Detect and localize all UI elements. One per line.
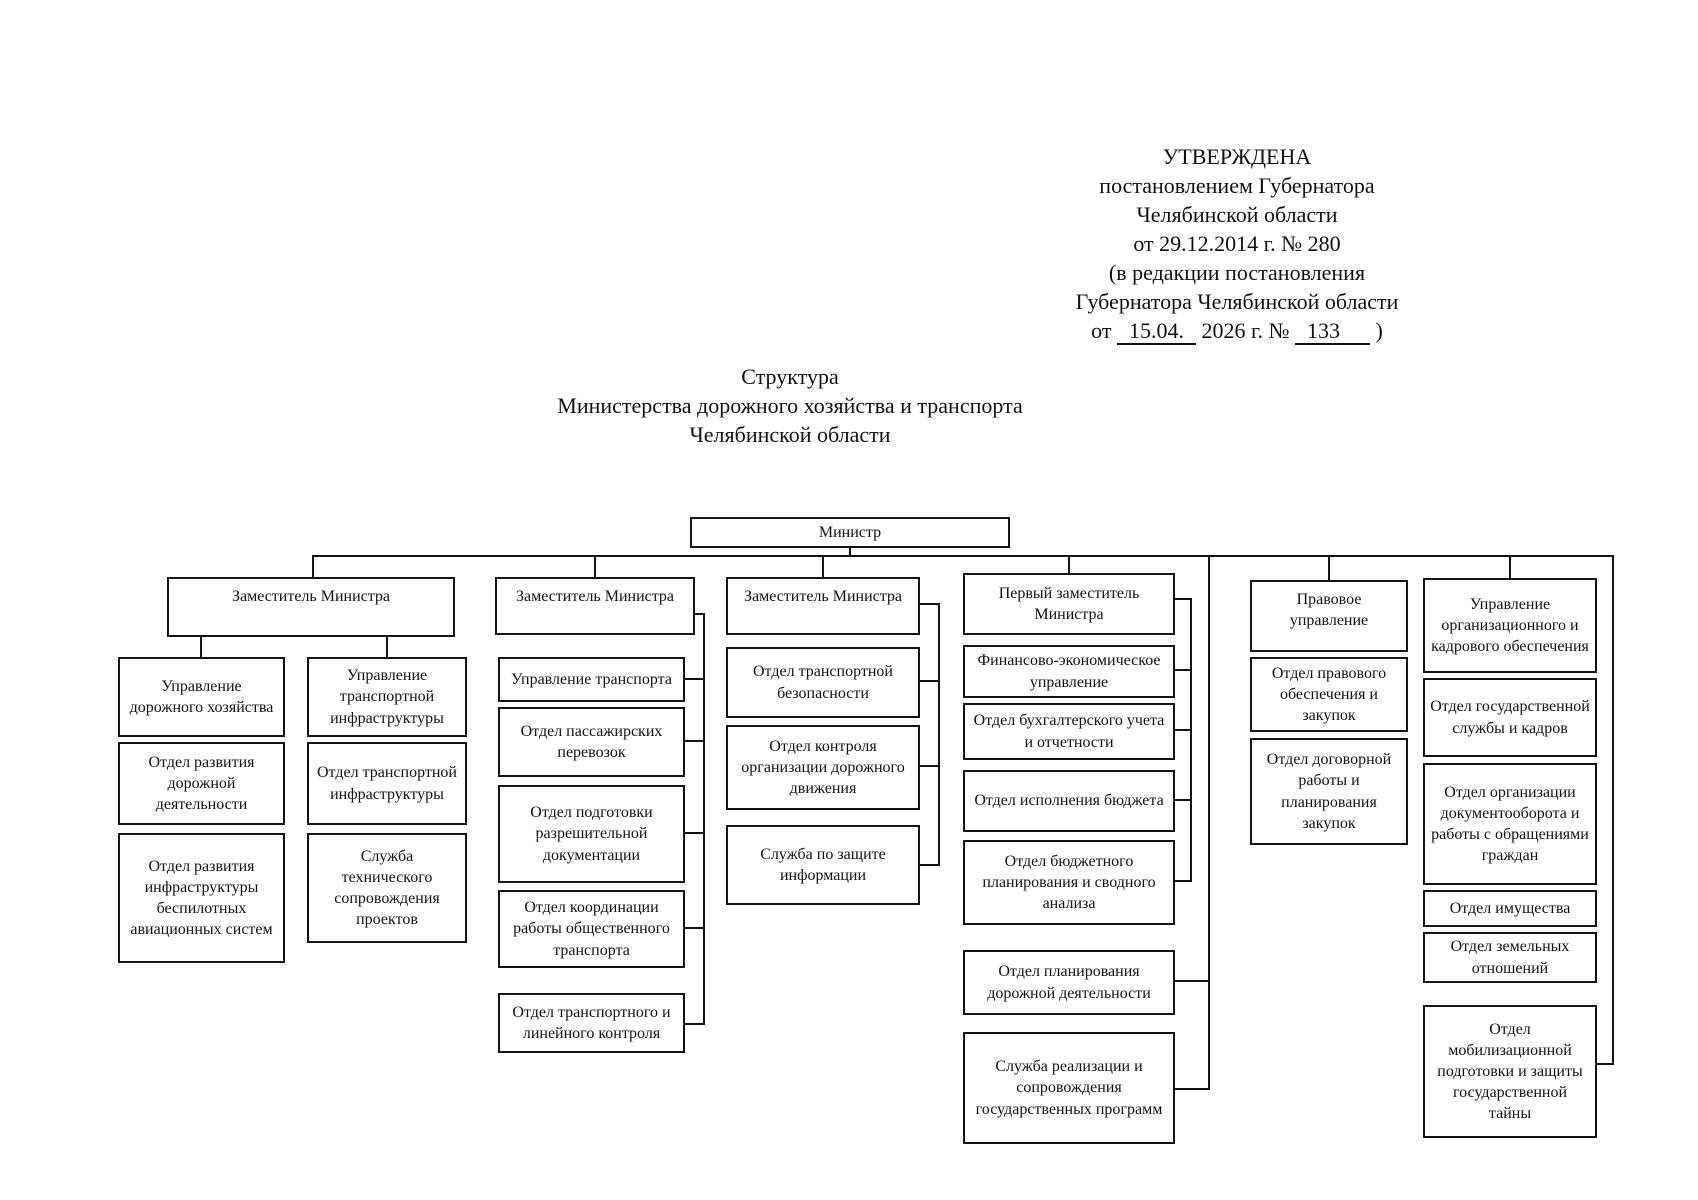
node-transport-security-unit: Отдел транспортной безопасности (726, 647, 920, 718)
node-deputy-minister-2: Заместитель Министра (495, 577, 695, 635)
connector-line (386, 637, 388, 657)
node-public-transport-coordination: Отдел координации работы общественного т… (498, 890, 685, 968)
node-information-protection-service: Служба по защите информации (726, 825, 920, 905)
connector-line (822, 555, 824, 579)
connector-line (920, 765, 940, 767)
node-transport-infrastructure-dept: Управление транспортной инфраструктуры (307, 657, 467, 737)
node-transport-line-control: Отдел транспортного и линейного контроля (498, 993, 685, 1053)
node-road-economy-dept: Управление дорожного хозяйства (118, 657, 285, 737)
approval-stamp: УТВЕРЖДЕНА постановлением Губернатора Че… (887, 142, 1587, 345)
connector-line (685, 678, 705, 680)
connector-line (200, 637, 202, 657)
title-line: Структура (741, 364, 839, 389)
connector-line (938, 603, 940, 866)
approval-line: от 29.12.2014 г. № 280 (1133, 231, 1341, 256)
node-road-activity-development: Отдел развития дорожной деятельности (118, 742, 285, 825)
title-line: Министерства дорожного хозяйства и транс… (557, 393, 1023, 418)
node-budget-planning-analysis-unit: Отдел бюджетного планирования и сводного… (963, 840, 1175, 925)
node-organizational-hr-dept: Управление организационного и кадрового … (1423, 578, 1597, 673)
approval-line: Губернатора Челябинской области (1075, 289, 1399, 314)
connector-line (1175, 980, 1210, 982)
node-uav-infrastructure: Отдел развития инфраструктуры беспилотны… (118, 833, 285, 963)
node-road-activity-planning-unit: Отдел планирования дорожной деятельности (963, 950, 1175, 1015)
node-legal-dept: Правовое управление (1250, 580, 1408, 652)
node-passenger-transport-unit: Отдел пассажирских перевозок (498, 707, 685, 777)
node-contract-procurement-planning-unit: Отдел договорной работы и планирования з… (1250, 738, 1408, 845)
node-first-deputy-minister: Первый заместитель Министра (963, 573, 1175, 635)
node-minister: Министр (690, 517, 1010, 548)
connector-line (849, 548, 851, 557)
node-technical-support-service: Служба технического сопровождения проект… (307, 833, 467, 943)
node-traffic-control-unit: Отдел контроля организации дорожного дви… (726, 725, 920, 810)
connector-line (312, 555, 314, 579)
amendment-prefix: от (1091, 318, 1112, 343)
connector-line (1208, 555, 1210, 1090)
node-transport-infrastructure-unit: Отдел транспортной инфраструктуры (307, 742, 467, 825)
node-transport-dept: Управление транспорта (498, 657, 685, 702)
amendment-middle: 2026 г. № (1201, 318, 1290, 343)
node-civil-service-hr-unit: Отдел государственной службы и кадров (1423, 678, 1597, 757)
connector-line (1328, 555, 1330, 582)
connector-line (703, 613, 705, 1025)
amendment-date-fill: 15.04. (1116, 318, 1196, 345)
connector-line (594, 555, 596, 579)
connector-line (312, 555, 1614, 557)
connector-line (1175, 729, 1192, 731)
title-line: Челябинской области (689, 422, 891, 447)
connector-line (1175, 880, 1192, 882)
document-title: Структура Министерства дорожного хозяйст… (440, 362, 1140, 449)
connector-line (1597, 1063, 1614, 1065)
node-legal-support-procurement-unit: Отдел правового обеспечения и закупок (1250, 657, 1408, 732)
approval-line: Челябинской области (1136, 202, 1338, 227)
connector-line (685, 832, 705, 834)
connector-line (685, 927, 705, 929)
connector-line (685, 740, 705, 742)
connector-line (1190, 598, 1192, 882)
connector-line (920, 864, 940, 866)
connector-line (1612, 555, 1614, 1065)
amendment-suffix: ) (1375, 318, 1383, 343)
connector-line (695, 613, 705, 615)
node-deputy-minister-3: Заместитель Министра (726, 577, 920, 635)
node-permit-documentation-unit: Отдел подготовки разрешительной документ… (498, 785, 685, 883)
node-mobilization-state-secret-unit: Отдел мобилизационной подготовки и защит… (1423, 1005, 1597, 1138)
connector-line (1175, 598, 1192, 600)
connector-line (685, 1023, 705, 1025)
connector-line (1175, 1088, 1210, 1090)
connector-line (1068, 555, 1070, 575)
amendment-number-fill: 133 (1295, 318, 1371, 345)
node-document-flow-citizens-unit: Отдел организации документооборота и раб… (1423, 763, 1597, 885)
node-property-unit: Отдел имущества (1423, 890, 1597, 927)
connector-line (1175, 799, 1192, 801)
approval-line: постановлением Губернатора (1099, 173, 1375, 198)
node-deputy-minister-1: Заместитель Министра (167, 577, 455, 637)
node-financial-economic-dept: Финансово-экономическое управление (963, 645, 1175, 698)
connector-line (1509, 555, 1511, 580)
node-land-relations-unit: Отдел земельных отношений (1423, 932, 1597, 983)
approval-line: (в редакции постановления (1108, 260, 1366, 285)
approval-line: УТВЕРЖДЕНА (1162, 144, 1312, 169)
connector-line (920, 603, 940, 605)
node-state-programs-service: Служба реализации и сопровождения госуда… (963, 1032, 1175, 1144)
approval-line-amendment: от 15.04. 2026 г. № 133 ) (887, 316, 1587, 345)
connector-line (1175, 669, 1192, 671)
connector-line (920, 680, 940, 682)
node-budget-execution-unit: Отдел исполнения бюджета (963, 770, 1175, 832)
node-accounting-reporting-unit: Отдел бухгалтерского учета и отчетности (963, 703, 1175, 760)
